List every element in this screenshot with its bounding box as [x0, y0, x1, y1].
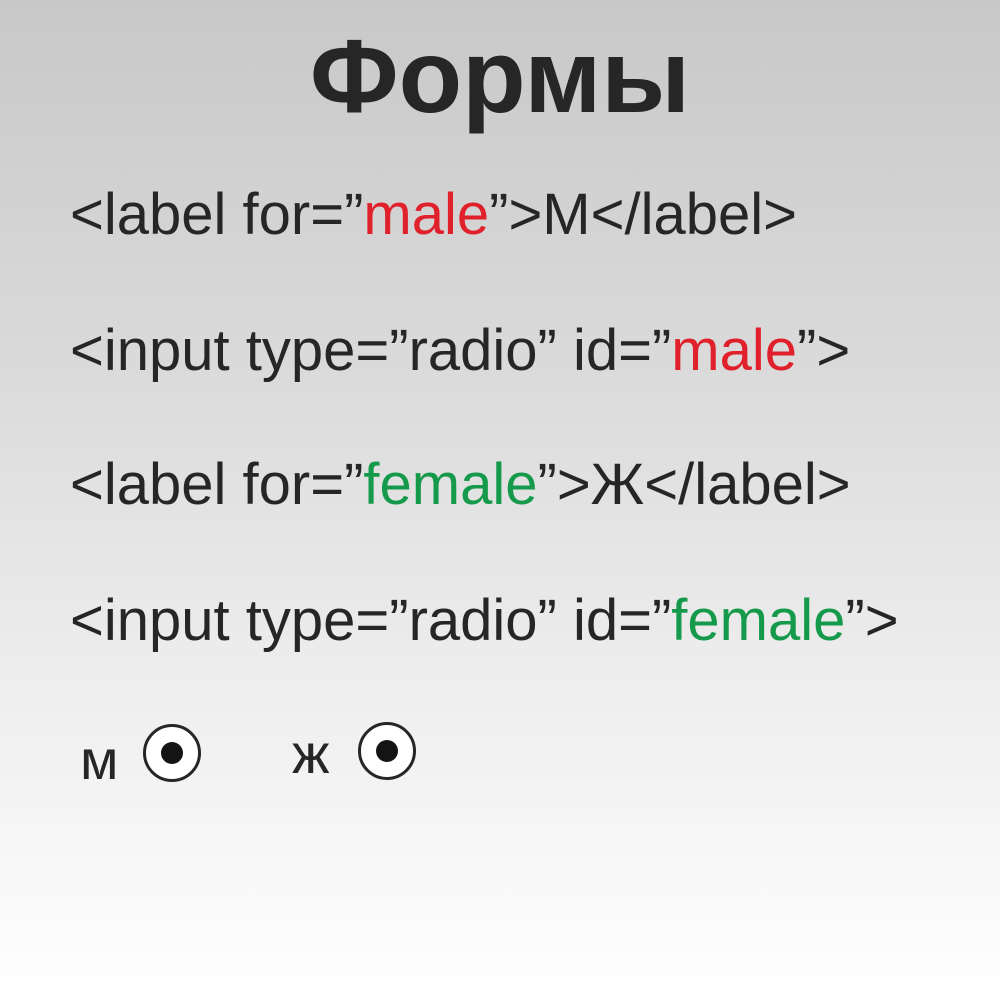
code-line-input-male: <input type=”radio” id=”male”>: [70, 322, 850, 380]
radio-label-male[interactable]: м: [80, 728, 119, 791]
code-text: ”>М</label>: [489, 182, 798, 247]
code-text: <input type=”radio” id=”: [70, 588, 672, 653]
radio-label-female[interactable]: ж: [292, 722, 330, 785]
code-text: <label for=”: [70, 182, 364, 247]
radio-button-female[interactable]: [358, 722, 416, 780]
code-line-label-female: <label for=”female”>Ж</label>: [70, 456, 851, 514]
code-highlight-male: male: [671, 318, 798, 383]
code-text: ”>: [797, 318, 851, 383]
code-text: ”>: [845, 588, 899, 653]
radio-selected-dot-icon: [161, 742, 183, 764]
code-highlight-female: female: [671, 588, 846, 653]
radio-button-male[interactable]: [143, 724, 201, 782]
code-line-label-male: <label for=”male”>М</label>: [70, 186, 797, 244]
code-text: <label for=”: [70, 452, 364, 517]
code-line-input-female: <input type=”radio” id=”female”>: [70, 592, 899, 650]
radio-demo: м ж: [0, 722, 1000, 802]
page-title: Формы: [309, 19, 691, 135]
radio-selected-dot-icon: [376, 740, 398, 762]
code-text: <input type=”radio” id=”: [70, 318, 672, 383]
code-highlight-male: male: [363, 182, 490, 247]
code-highlight-female: female: [363, 452, 538, 517]
code-text: ”>Ж</label>: [537, 452, 851, 517]
